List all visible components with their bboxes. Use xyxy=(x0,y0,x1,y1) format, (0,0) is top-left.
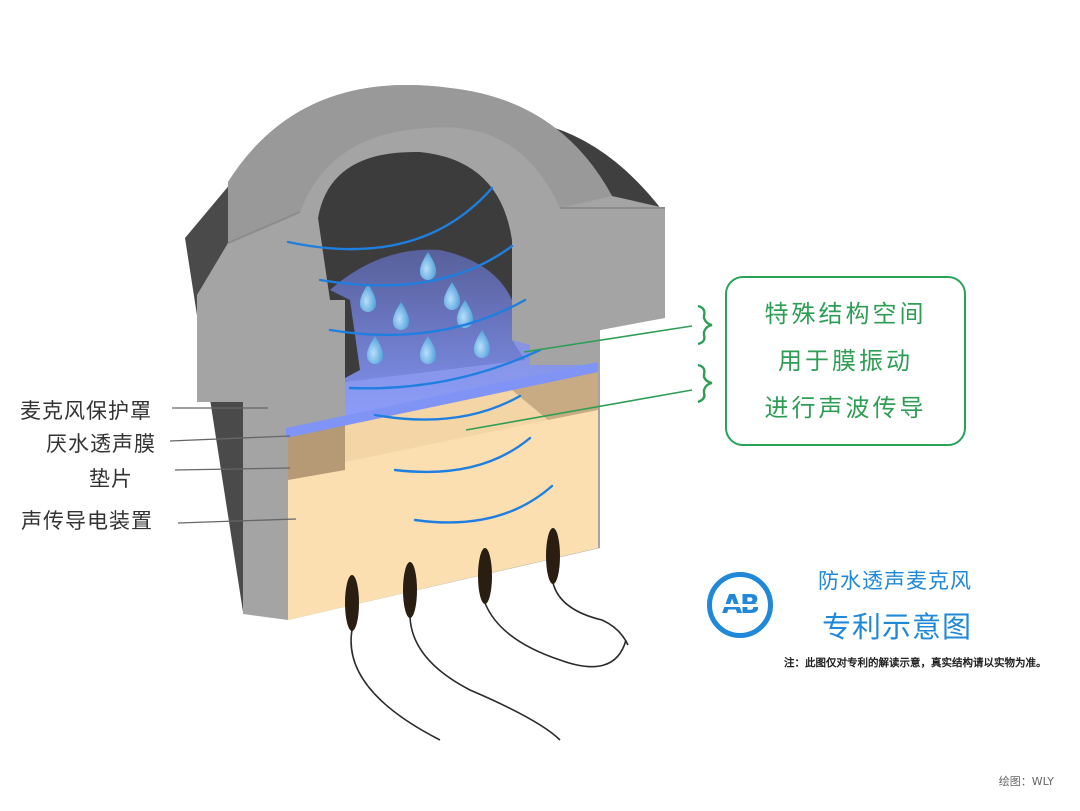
pin-wire xyxy=(350,629,441,741)
title-line-1: 防水透声麦克风 xyxy=(818,569,972,593)
sound-wave-arc xyxy=(286,186,494,251)
callout-line: 特殊结构空间 xyxy=(764,299,927,328)
leader-membrane xyxy=(169,435,291,442)
brace-upper xyxy=(697,304,713,346)
water-drop xyxy=(359,284,377,312)
callout-box: 特殊结构空间 用于膜振动 进行声波传导 xyxy=(725,276,966,446)
logo-bar xyxy=(718,604,762,607)
transducer-block xyxy=(288,408,598,620)
water-drop xyxy=(419,336,437,364)
membrane-strip xyxy=(286,362,598,438)
transducer-pins xyxy=(345,528,629,741)
leader-lines xyxy=(169,407,297,524)
connector-space xyxy=(523,325,693,353)
pin-wire xyxy=(409,616,561,741)
water-drop xyxy=(443,282,461,310)
connector-membrane xyxy=(465,389,693,431)
water-drop xyxy=(392,302,410,330)
label-mic-cover: 麦克风保护罩 xyxy=(20,399,152,423)
housing-cap xyxy=(228,85,612,243)
sound-waves xyxy=(286,186,554,524)
pin-wire xyxy=(484,602,627,668)
housing-crease xyxy=(227,207,665,244)
sound-wave-arc xyxy=(328,298,527,337)
sound-wave-arc xyxy=(413,484,554,524)
sound-wave-arc xyxy=(348,348,542,390)
drawing-credit: 绘图：WLY xyxy=(998,775,1054,788)
title-line-2: 专利示意图 xyxy=(822,610,973,644)
gasket-right xyxy=(512,372,598,420)
pin-leg xyxy=(403,562,417,618)
ab-logo-icon: AB xyxy=(707,572,773,638)
pin-leg xyxy=(478,548,492,604)
water-drop xyxy=(366,336,384,364)
brace-lower xyxy=(697,363,713,404)
water-drop xyxy=(456,300,474,328)
callout-line: 进行声波传导 xyxy=(764,393,927,422)
leader-transducer xyxy=(177,518,297,524)
sound-wave-arc xyxy=(318,244,514,287)
disclaimer-note: 注：此图仅对专利的解读示意，真实结构请以实物为准。 xyxy=(784,657,1047,669)
water-droplets xyxy=(359,252,491,364)
label-transducer: 声传导电装置 xyxy=(21,509,153,533)
pin-leg xyxy=(345,575,359,631)
pin-leg xyxy=(546,528,560,584)
callout-connectors xyxy=(465,304,713,431)
gasket-left xyxy=(288,420,345,480)
sound-wave-arc xyxy=(373,394,522,421)
water-drop xyxy=(473,330,491,358)
sound-wave-arc xyxy=(393,436,532,474)
callout-line: 用于膜振动 xyxy=(778,346,913,375)
label-gasket: 垫片 xyxy=(89,467,133,491)
water-drop xyxy=(419,252,437,280)
leader-gasket xyxy=(174,467,291,471)
pin-wire xyxy=(552,582,629,646)
label-membrane: 厌水透声膜 xyxy=(46,432,156,456)
